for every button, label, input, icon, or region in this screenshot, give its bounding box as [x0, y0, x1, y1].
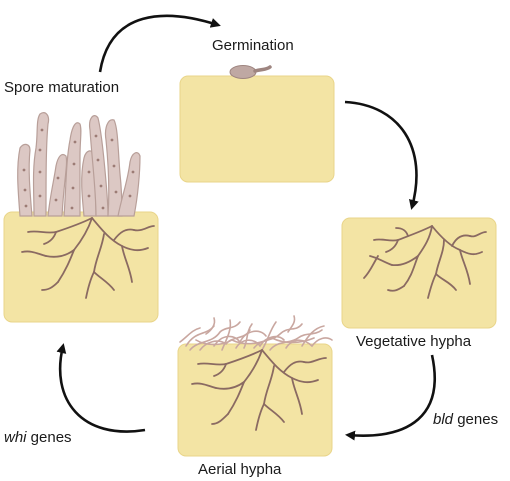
label-whi-genes: whi genes: [4, 430, 72, 445]
label-spore-maturation: Spore maturation: [4, 79, 120, 96]
whi-gene-name: whi: [4, 429, 27, 446]
label-aerial-hypha: Aerial hypha: [198, 461, 282, 478]
label-vegetative-hypha: Vegetative hypha: [356, 333, 472, 350]
spore-chains: [17, 112, 141, 217]
medium-block-aerial: [177, 343, 333, 457]
spore-maturation-stage: [3, 112, 159, 323]
arrow-aerial-to-spore: [56, 343, 146, 433]
vegetative-mycelium: [363, 225, 487, 299]
aerial-mycelium: [179, 315, 333, 351]
germinating-spore: [229, 65, 272, 79]
label-germination: Germination: [212, 37, 294, 54]
vegetative-stage: [341, 217, 497, 329]
arrow-spore-to-germination: [98, 14, 221, 73]
label-bld-genes: bld genes: [433, 412, 498, 427]
arrow-germination-to-vegetative: [344, 100, 419, 210]
bld-genes-suffix: genes: [453, 411, 499, 428]
medium-block-germination: [179, 75, 335, 183]
aerial-stage: [177, 315, 333, 457]
substrate-mycelium-aerial: [191, 349, 327, 431]
bld-gene-name: bld: [433, 411, 454, 428]
germination-stage: [179, 65, 335, 183]
medium-block-vegetative: [341, 217, 497, 329]
arrow-vegetative-to-aerial: [345, 354, 436, 441]
substrate-mycelium-spore: [21, 217, 155, 299]
spore-dots: [22, 128, 135, 210]
medium-block-spore: [3, 211, 159, 323]
whi-genes-suffix: genes: [26, 429, 72, 446]
